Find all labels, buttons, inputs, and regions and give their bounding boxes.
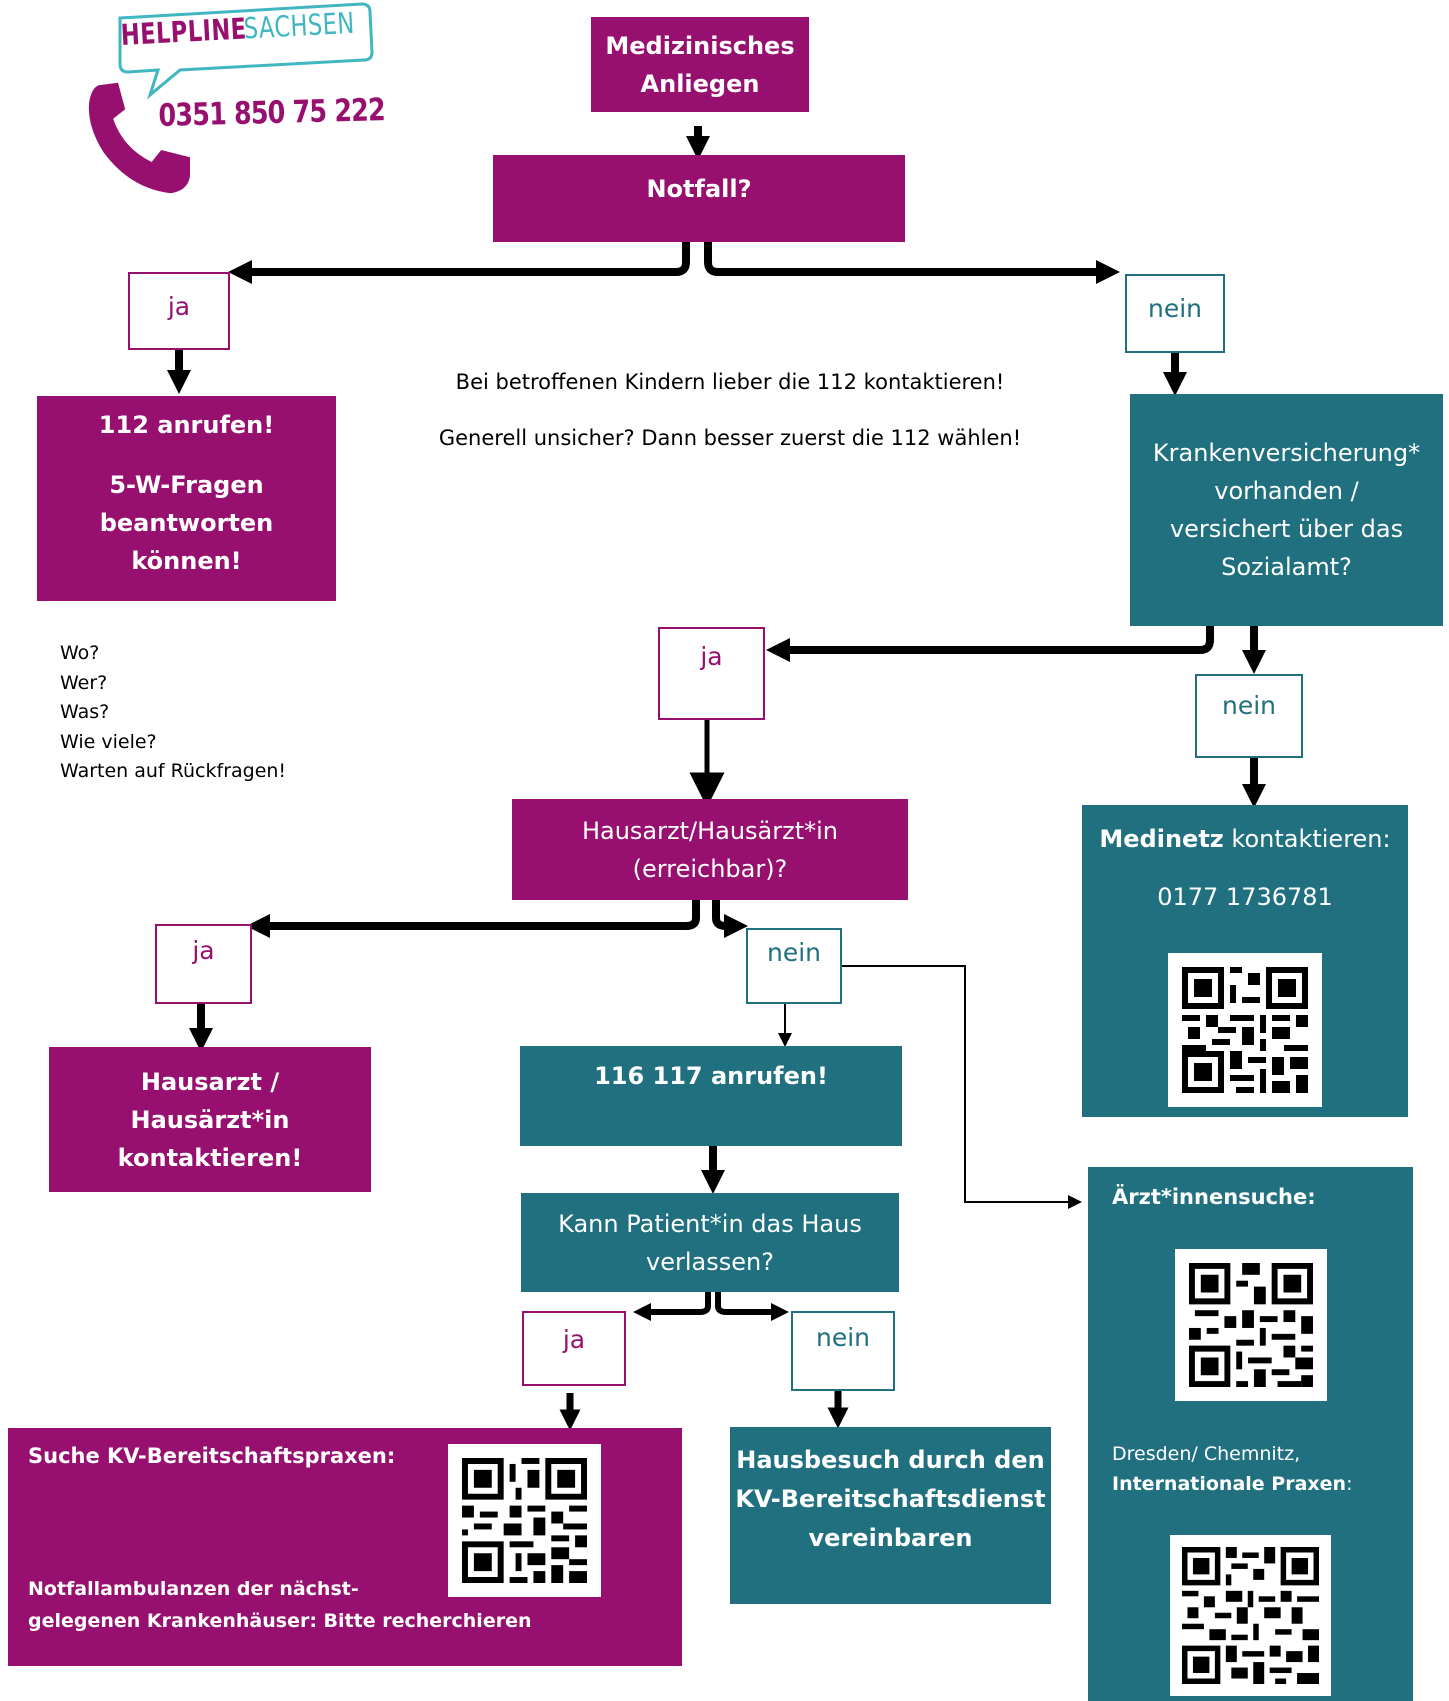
start-line2: Anliegen [640,69,760,98]
note-children: Bei betroffenen Kindern lieber die 112 k… [455,370,1005,394]
call-116117-label: 116 117 anrufen! [594,1062,828,1090]
hausarzt-contact-line2: Hausärzt*in [130,1105,290,1134]
branch1-ja: ja [128,272,230,350]
hausarzt-contact-box: Hausarzt / Hausärzt*in kontaktieren! [49,1047,371,1192]
hausarzt-q-line2: (erreichbar)? [632,854,788,883]
medinetz-rest: kontaktieren: [1223,825,1391,853]
aerzte-title: Ärzt*innensuche: [1112,1185,1316,1209]
logo-brand-light: SACHSEN [243,5,356,46]
kv-search-line1: Notfallambulanzen der nächst- [28,1578,359,1600]
kv-search-title: Suche KV-Bereitschaftspraxen: [28,1444,396,1468]
branch4-nein: nein [791,1311,895,1391]
medinetz-name: Medinetz [1099,825,1224,853]
aerzte-colon: : [1346,1473,1353,1495]
helpline-logo: HELPLINESACHSEN 0351 850 75 222 [80,0,385,194]
note-unsure: Generell unsicher? Dann besser zuerst di… [438,426,1022,450]
start-box: Medizinisches Anliegen [591,17,809,112]
notfall-label: Notfall? [646,174,752,203]
phone-icon [88,82,190,194]
leave-q-line2: verlassen? [646,1247,774,1276]
insurance-line3: versichert über das [1169,515,1404,543]
branch2-ja: ja [658,627,765,720]
w-question: Was? [60,701,110,723]
aerzte-intl: Internationale Praxen [1112,1473,1347,1495]
aerzte-qr-code[interactable] [1175,1249,1327,1401]
medinetz-phone: 0177 1736781 [1157,883,1333,911]
insurance-line1: Krankenversicherung* [1152,439,1421,467]
hausarzt-contact-line3: kontaktieren! [117,1143,303,1172]
notfall-box: Notfall? [493,155,905,242]
qr-code-icon [1182,1547,1319,1684]
kv-search-line2: gelegenen Krankenhäuser: Bitte recherchi… [28,1610,532,1632]
emergency-line1: 5-W-Fragen [109,471,264,499]
hausbesuch-line2: KV-Bereitschaftsdienst [735,1485,1046,1513]
hausarzt-question-box: Hausarzt/Hausärzt*in (erreichbar)? [512,799,908,900]
start-line1: Medizinisches [605,31,795,60]
branch3-ja: ja [155,924,252,1004]
emergency-box: 112 anrufen! 5-W-Fragen beantworten könn… [37,396,336,601]
qr-code-icon [462,1458,587,1583]
insurance-line4: Sozialamt? [1221,553,1352,581]
branch2-nein: nein [1195,674,1303,758]
medinetz-qr-code[interactable] [1168,953,1322,1107]
w-question: Warten auf Rückfragen! [60,760,287,782]
w-question: Wer? [60,671,108,694]
leave-house-question-box: Kann Patient*in das Haus verlassen? [521,1193,899,1292]
logo-brand-bold: HELPLINE [120,11,248,52]
emergency-line2: beantworten [99,509,274,537]
hausbesuch-box: Hausbesuch durch den KV-Bereitschaftsdie… [730,1427,1051,1604]
qr-code-icon [1189,1263,1313,1387]
hausarzt-q-line1: Hausarzt/Hausärzt*in [581,816,839,845]
call-116117-box: 116 117 anrufen! [520,1046,902,1146]
international-praxen-qr-code[interactable] [1170,1535,1331,1696]
branch3-nein: nein [746,928,842,1004]
branch4-ja: ja [522,1311,626,1386]
hausbesuch-line3: vereinbaren [808,1524,973,1552]
hausarzt-contact-line1: Hausarzt / [140,1067,280,1096]
aerzte-city: Dresden/ Chemnitz, [1112,1443,1301,1465]
hausbesuch-line1: Hausbesuch durch den [736,1446,1045,1474]
qr-code-icon [1182,967,1308,1093]
w-question: Wo? [60,642,100,664]
kv-search-qr-code[interactable] [448,1444,601,1597]
emergency-line3: können! [131,547,242,575]
w-question: Wie viele? [60,730,157,753]
insurance-box: Krankenversicherung* vorhanden / versich… [1130,394,1443,626]
insurance-line2: vorhanden / [1214,477,1359,505]
emergency-call: 112 anrufen! [98,411,275,439]
logo-phone-number: 0351 850 75 222 [158,92,386,134]
leave-q-line1: Kann Patient*in das Haus [558,1209,862,1238]
speech-bubble-icon [118,2,374,100]
w-questions-list: Wo? Wer? Was? Wie viele? Warten auf Rück… [60,639,286,787]
branch1-nein: nein [1125,274,1225,353]
